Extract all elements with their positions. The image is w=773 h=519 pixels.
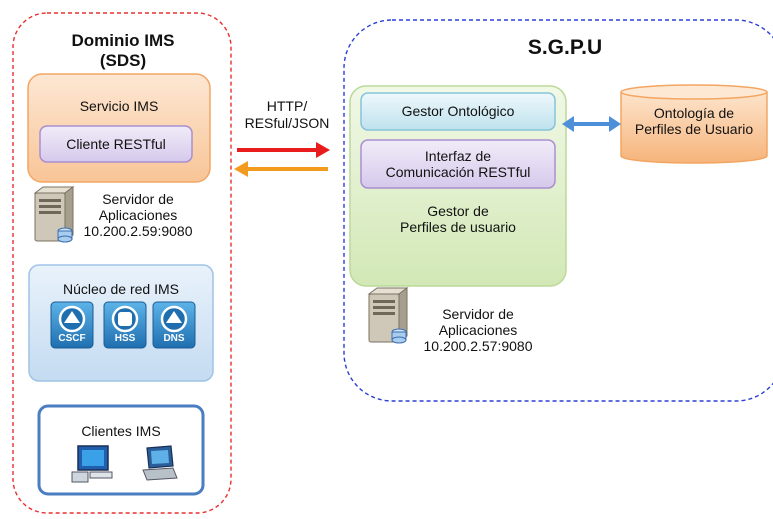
dns-node-icon xyxy=(152,301,196,349)
server-label-line2: Aplicaciones xyxy=(98,207,178,223)
request-arrow-icon xyxy=(237,142,330,158)
profile-manager-label: Gestor de Perfiles de usuario xyxy=(350,203,566,235)
desktop-computer-icon xyxy=(71,445,113,483)
bidirectional-arrow-icon xyxy=(562,116,621,132)
ontology-manager-box xyxy=(360,92,556,131)
server-label-line1: Servidor de xyxy=(442,306,514,322)
hss-label: HSS xyxy=(114,333,136,344)
server-icon xyxy=(367,287,409,344)
server-label-line1: Servidor de xyxy=(102,191,174,207)
server-icon xyxy=(33,186,75,243)
ims-core-title: Núcleo de red IMS xyxy=(63,281,179,297)
restful-interface-label: Interfaz de Comunicación RESTful xyxy=(361,148,555,180)
restful-interface-line1: Interfaz de xyxy=(424,148,492,164)
ontology-manager-label: Gestor Ontológico xyxy=(401,103,515,119)
sgpu-container xyxy=(343,19,773,402)
ontology-db-line1: Ontología de xyxy=(653,105,735,121)
profile-manager-line1: Gestor de xyxy=(427,203,489,219)
protocol-line1: HTTP/ xyxy=(266,98,308,114)
ims-clients-title: Clientes IMS xyxy=(81,423,161,439)
response-arrow-icon xyxy=(234,161,328,177)
protocol-line2: RESful/JSON xyxy=(244,115,330,131)
restful-interface-box xyxy=(360,139,556,189)
ims-service-title: Servicio IMS xyxy=(79,98,159,114)
sgpu-server-label: Servidor de Aplicaciones 10.200.2.57:908… xyxy=(414,306,542,354)
cscf-node-icon xyxy=(50,301,94,349)
sds-server-label: Servidor de Aplicaciones 10.200.2.59:908… xyxy=(80,191,196,239)
server-label-line2: Aplicaciones xyxy=(438,322,518,338)
cscf-label: CSCF xyxy=(58,333,86,344)
server-address: 10.200.2.57:9080 xyxy=(423,338,533,354)
restful-interface-line2: Comunicación RESTful xyxy=(385,164,531,180)
dns-label: DNS xyxy=(163,333,185,344)
restful-client-box xyxy=(39,125,193,163)
server-address: 10.200.2.59:9080 xyxy=(83,223,193,239)
ontology-database-icon xyxy=(620,84,768,164)
sds-title-line2: (SDS) xyxy=(99,51,147,70)
profile-manager-line2: Perfiles de usuario xyxy=(400,219,516,235)
sds-title: Dominio IMS (SDS) xyxy=(20,31,226,71)
restful-client-label: Cliente RESTful xyxy=(66,136,166,152)
ims-clients-box xyxy=(37,404,205,496)
ontology-db-line2: Perfiles de Usuario xyxy=(634,121,754,137)
protocol-label: HTTP/ RESful/JSON xyxy=(232,98,342,132)
hss-node-icon xyxy=(103,301,147,349)
ontology-db-label: Ontología de Perfiles de Usuario xyxy=(622,105,766,137)
sds-title-line1: Dominio IMS xyxy=(71,31,175,50)
sds-container xyxy=(12,12,232,514)
laptop-computer-icon xyxy=(142,445,178,481)
sgpu-title: S.G.P.U xyxy=(527,36,603,59)
